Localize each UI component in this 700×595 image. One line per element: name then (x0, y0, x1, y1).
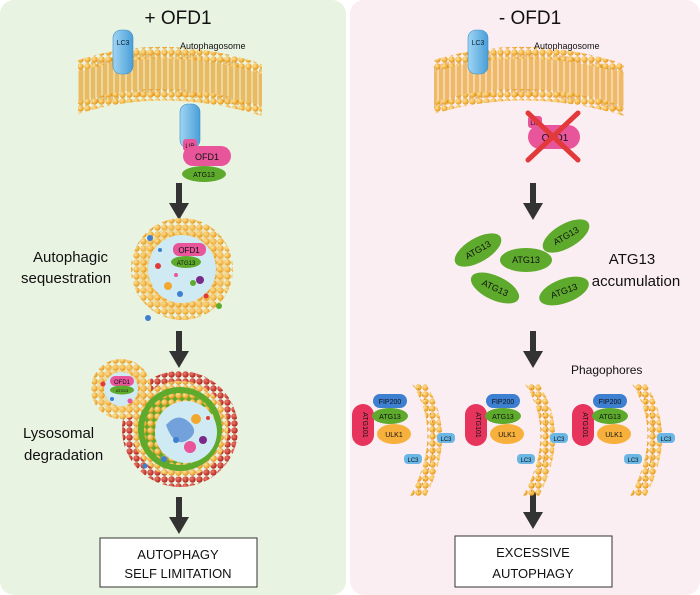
atg13-oval: ATG13 (500, 248, 552, 272)
cross-mark-icon (525, 110, 581, 163)
svg-text:EXCESSIVE: EXCESSIVE (496, 545, 570, 560)
sequestration-label-1: Autophagic (33, 249, 109, 266)
down-arrow-icon (523, 492, 543, 529)
svg-text:OFD1: OFD1 (178, 246, 200, 255)
svg-text:LC3: LC3 (627, 458, 639, 464)
svg-text:ATG13: ATG13 (379, 414, 401, 421)
svg-text:LC3: LC3 (407, 458, 419, 464)
degradation-label-2: degradation (24, 447, 103, 464)
svg-text:ULK1: ULK1 (605, 432, 623, 439)
atg13-oval: ATG13 (470, 272, 520, 304)
svg-text:LC3: LC3 (520, 458, 532, 464)
left-title: + OFD1 (144, 8, 211, 29)
svg-text:ATG13: ATG13 (512, 255, 540, 265)
left-fusing-vesicle: OFD1 ATG13 (91, 359, 151, 419)
svg-text:AUTOPHAGY: AUTOPHAGY (137, 547, 219, 562)
left-autolysosome (122, 371, 238, 487)
right-title: - OFD1 (499, 8, 561, 29)
svg-text:ATG101: ATG101 (474, 412, 481, 438)
right-outcome-box: EXCESSIVE AUTOPHAGY (454, 535, 613, 588)
atg13-oval: ATG13 (454, 233, 502, 267)
svg-text:ATG13: ATG13 (599, 414, 621, 421)
svg-text:FIP200: FIP200 (379, 399, 402, 406)
phagophore-unit: ATG101 FIP200 ATG13 ULK1 LC3 LC3 (465, 384, 568, 496)
svg-text:FIP200: FIP200 (492, 399, 515, 406)
left-lc3-top: LC3 (112, 29, 134, 75)
left-atg13 (182, 166, 226, 182)
atg13-oval: ATG13 (542, 219, 590, 253)
svg-text:ATG101: ATG101 (361, 412, 368, 438)
svg-text:LC3: LC3 (553, 437, 565, 443)
svg-text:ATG13: ATG13 (116, 388, 129, 393)
svg-text:OFD1: OFD1 (114, 380, 131, 386)
svg-text:LC3: LC3 (440, 437, 452, 443)
svg-text:AUTOPHAGY: AUTOPHAGY (492, 566, 574, 581)
down-arrow-icon (169, 331, 189, 368)
svg-text:LC3: LC3 (660, 437, 672, 443)
atg13-oval: ATG13 (539, 276, 589, 306)
svg-text:ATG101: ATG101 (581, 412, 588, 438)
left-autophagosome-label: Autophagosome (180, 41, 246, 51)
svg-text:FIP200: FIP200 (599, 399, 622, 406)
accumulation-label-1: ATG13 (609, 251, 655, 268)
svg-text:ATG13: ATG13 (177, 261, 196, 267)
right-lc3-top: LC3 (467, 29, 489, 75)
down-arrow-icon (169, 497, 189, 534)
degradation-label-1: Lysosomal (23, 425, 94, 442)
svg-text:ULK1: ULK1 (498, 432, 516, 439)
phagophore-unit: ATG101 FIP200 ATG13 ULK1 LC3 LC3 (572, 384, 675, 496)
svg-text:ATG13: ATG13 (492, 414, 514, 421)
phagophore-unit: ATG101 FIP200 ATG13 ULK1 LC3 LC3 (352, 384, 455, 496)
svg-text:OFD1: OFD1 (195, 152, 219, 162)
svg-text:ATG13: ATG13 (193, 172, 215, 179)
left-ofd1 (183, 146, 231, 166)
svg-text:SELF LIMITATION: SELF LIMITATION (124, 566, 231, 581)
left-autophagosome-circle: OFD1 ATG13 (131, 218, 233, 321)
down-arrow-icon (523, 183, 543, 220)
svg-text:ULK1: ULK1 (385, 432, 403, 439)
left-lc3-ofd1-complex: LIR OFD1 ATG13 (179, 103, 231, 182)
right-autophagosome-label: Autophagosome (534, 41, 600, 51)
svg-text:LIR: LIR (530, 121, 540, 127)
left-outcome-box: AUTOPHAGY SELF LIMITATION (99, 537, 258, 588)
svg-text:LC3: LC3 (117, 40, 130, 47)
sequestration-label-2: sequestration (21, 270, 111, 287)
down-arrow-icon (169, 183, 189, 220)
down-arrow-icon (523, 331, 543, 368)
phagophores-label: Phagophores (571, 363, 642, 377)
svg-text:LC3: LC3 (472, 40, 485, 47)
accumulation-label-2: accumulation (592, 273, 680, 290)
